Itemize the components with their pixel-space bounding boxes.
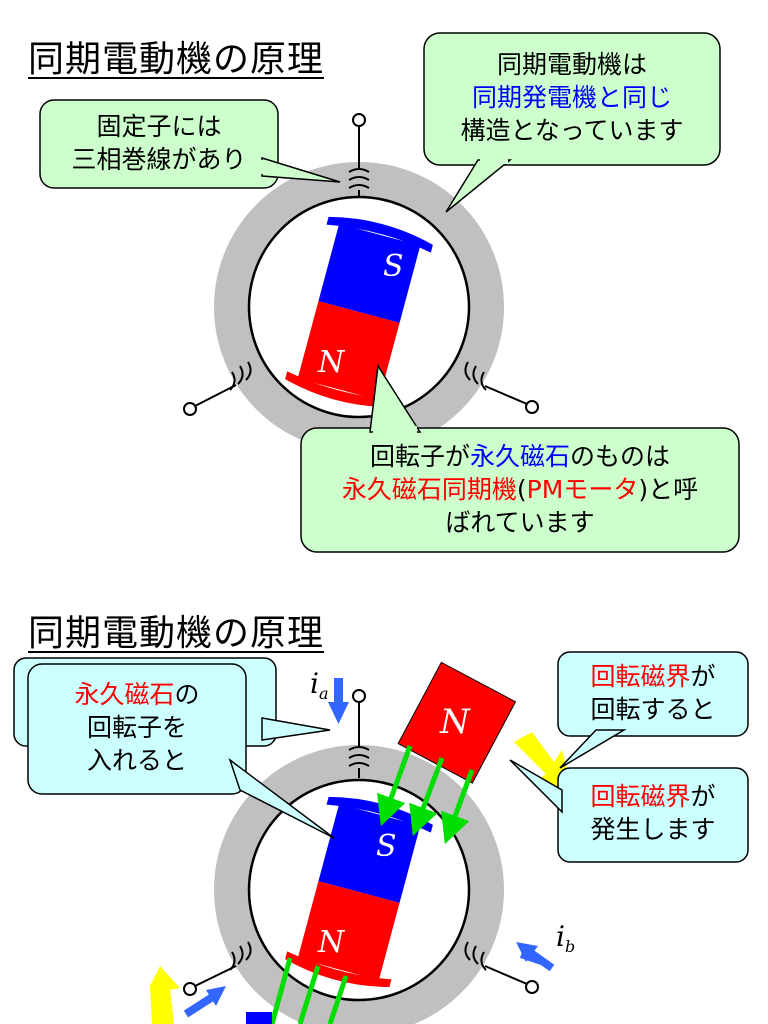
winding-right <box>464 361 539 414</box>
rotor-callout-box <box>300 427 740 553</box>
rotor-gap-circle-2 <box>247 778 471 1002</box>
magnet-south-label: S <box>383 249 404 284</box>
magnet2-north-pole <box>297 881 400 981</box>
rotor2-callout-l1a: 永久磁石 <box>74 680 175 709</box>
flux-arrows-top <box>377 745 475 845</box>
rotating-callout-box <box>557 651 749 737</box>
structure-callout-line2: 同期発電機と同じ <box>471 83 672 112</box>
winding-left <box>183 361 252 416</box>
generate-callout-tail <box>509 759 563 814</box>
stator-callout-box <box>39 99 279 189</box>
slide1-callout-shapes <box>39 32 740 553</box>
flux-arrows-bottom <box>269 957 349 1024</box>
rotor-magnet <box>285 216 433 408</box>
rotor2-callout-line2: 回転子を <box>86 713 187 742</box>
rotating-callout-l1b: が <box>690 662 716 691</box>
rotor-callout-line2: 永久磁石同期機(PMモータ)と呼 <box>301 473 739 506</box>
structure-callout: 同期電動機は 同期発電機と同じ 構造となっています <box>424 48 720 147</box>
winding-top <box>348 113 370 198</box>
magnet-north-pole <box>297 301 400 401</box>
lower-magnet-partial <box>246 1012 272 1024</box>
rotor2-callout-box <box>27 663 247 795</box>
stator-callout-line2: 三相巻線があり <box>71 145 247 174</box>
slide2-title: 同期電動機の原理 <box>28 613 325 654</box>
generate-callout-l1a: 回転磁界 <box>590 782 691 811</box>
magnet-north-label: N <box>317 345 346 380</box>
current-arrow-c <box>183 986 226 1018</box>
rotor2-callout: 永久磁石の 回転子を 入れると <box>28 678 246 777</box>
rotor-callout-l2d: )と呼 <box>638 475 699 504</box>
rotor-callout: 回転子が永久磁石のものは 永久磁石同期機(PMモータ)と呼 ばれています <box>301 440 739 539</box>
rotor-callout-l2b: ( <box>516 475 527 504</box>
rotor2-callout-l1b: の <box>174 680 200 709</box>
rotor-callout-line3: ばれています <box>445 508 595 537</box>
rotor-callout-l1b: 永久磁石 <box>469 442 570 471</box>
winding-top-2 <box>348 689 370 778</box>
structure-callout-line3: 構造となっています <box>460 116 684 145</box>
structure-callout-tail <box>445 159 513 213</box>
current-arrow-b <box>516 942 555 972</box>
winding-right-2 <box>464 941 539 994</box>
rotor-callout-line1: 回転子が永久磁石のものは <box>301 440 739 473</box>
rotating-callout-line1: 回転磁界が <box>558 660 748 693</box>
rotor2-callout-tail <box>228 757 335 839</box>
back-callout-tail <box>261 717 331 741</box>
magnet2-north-label: N <box>317 925 346 960</box>
slide2-callout-shapes <box>13 651 749 863</box>
stator-callout-line1: 固定子には <box>96 112 222 141</box>
magnet-south-pole <box>318 223 421 323</box>
outer-magnet <box>397 661 517 784</box>
rotating-callout-line2: 回転すると <box>590 695 716 724</box>
stator-callout: 固定子には 三相巻線があり <box>40 110 278 176</box>
rotor-callout-l2c: PMモータ <box>526 475 639 504</box>
rotor-magnet-2 <box>285 796 433 988</box>
current-arrow-a <box>328 678 349 724</box>
current-ia-label: ia <box>310 667 329 703</box>
rotor-callout-tail <box>369 363 422 433</box>
magnet2-south-label: S <box>376 829 397 864</box>
outer-magnet-north <box>397 661 517 784</box>
rotating-callout: 回転磁界が 回転すると <box>558 660 748 726</box>
rotor-callout-l1c: のものは <box>570 442 671 471</box>
current-ib-label: ib <box>556 920 575 956</box>
rotor-callout-l1a: 回転子が <box>369 442 470 471</box>
rotation-arrow-right <box>514 732 572 790</box>
rotor2-callout-line3: 入れると <box>86 746 187 775</box>
outer-magnet-north-label: N <box>439 702 471 742</box>
slide1-title: 同期電動機の原理 <box>28 39 325 80</box>
structure-callout-box <box>423 32 721 166</box>
generate-callout-box <box>557 767 749 863</box>
generate-callout-line1: 回転磁界が <box>558 780 748 813</box>
rotor-callout-l2a: 永久磁石同期機 <box>341 475 517 504</box>
generate-callout-line2: 発生します <box>590 815 716 844</box>
rotating-callout-tail <box>559 729 627 769</box>
generate-callout-l1b: が <box>690 782 716 811</box>
magnet2-south-pole <box>318 803 421 903</box>
generate-callout: 回転磁界が 発生します <box>558 780 748 846</box>
winding-left-2 <box>183 941 252 996</box>
rotor2-callout-line1: 永久磁石の <box>28 678 246 711</box>
slide2-motor: S N N <box>150 661 575 1024</box>
rotation-arrow-left <box>150 966 180 1024</box>
structure-callout-line1: 同期電動機は <box>496 50 647 79</box>
rotating-callout-l1a: 回転磁界 <box>590 662 691 691</box>
